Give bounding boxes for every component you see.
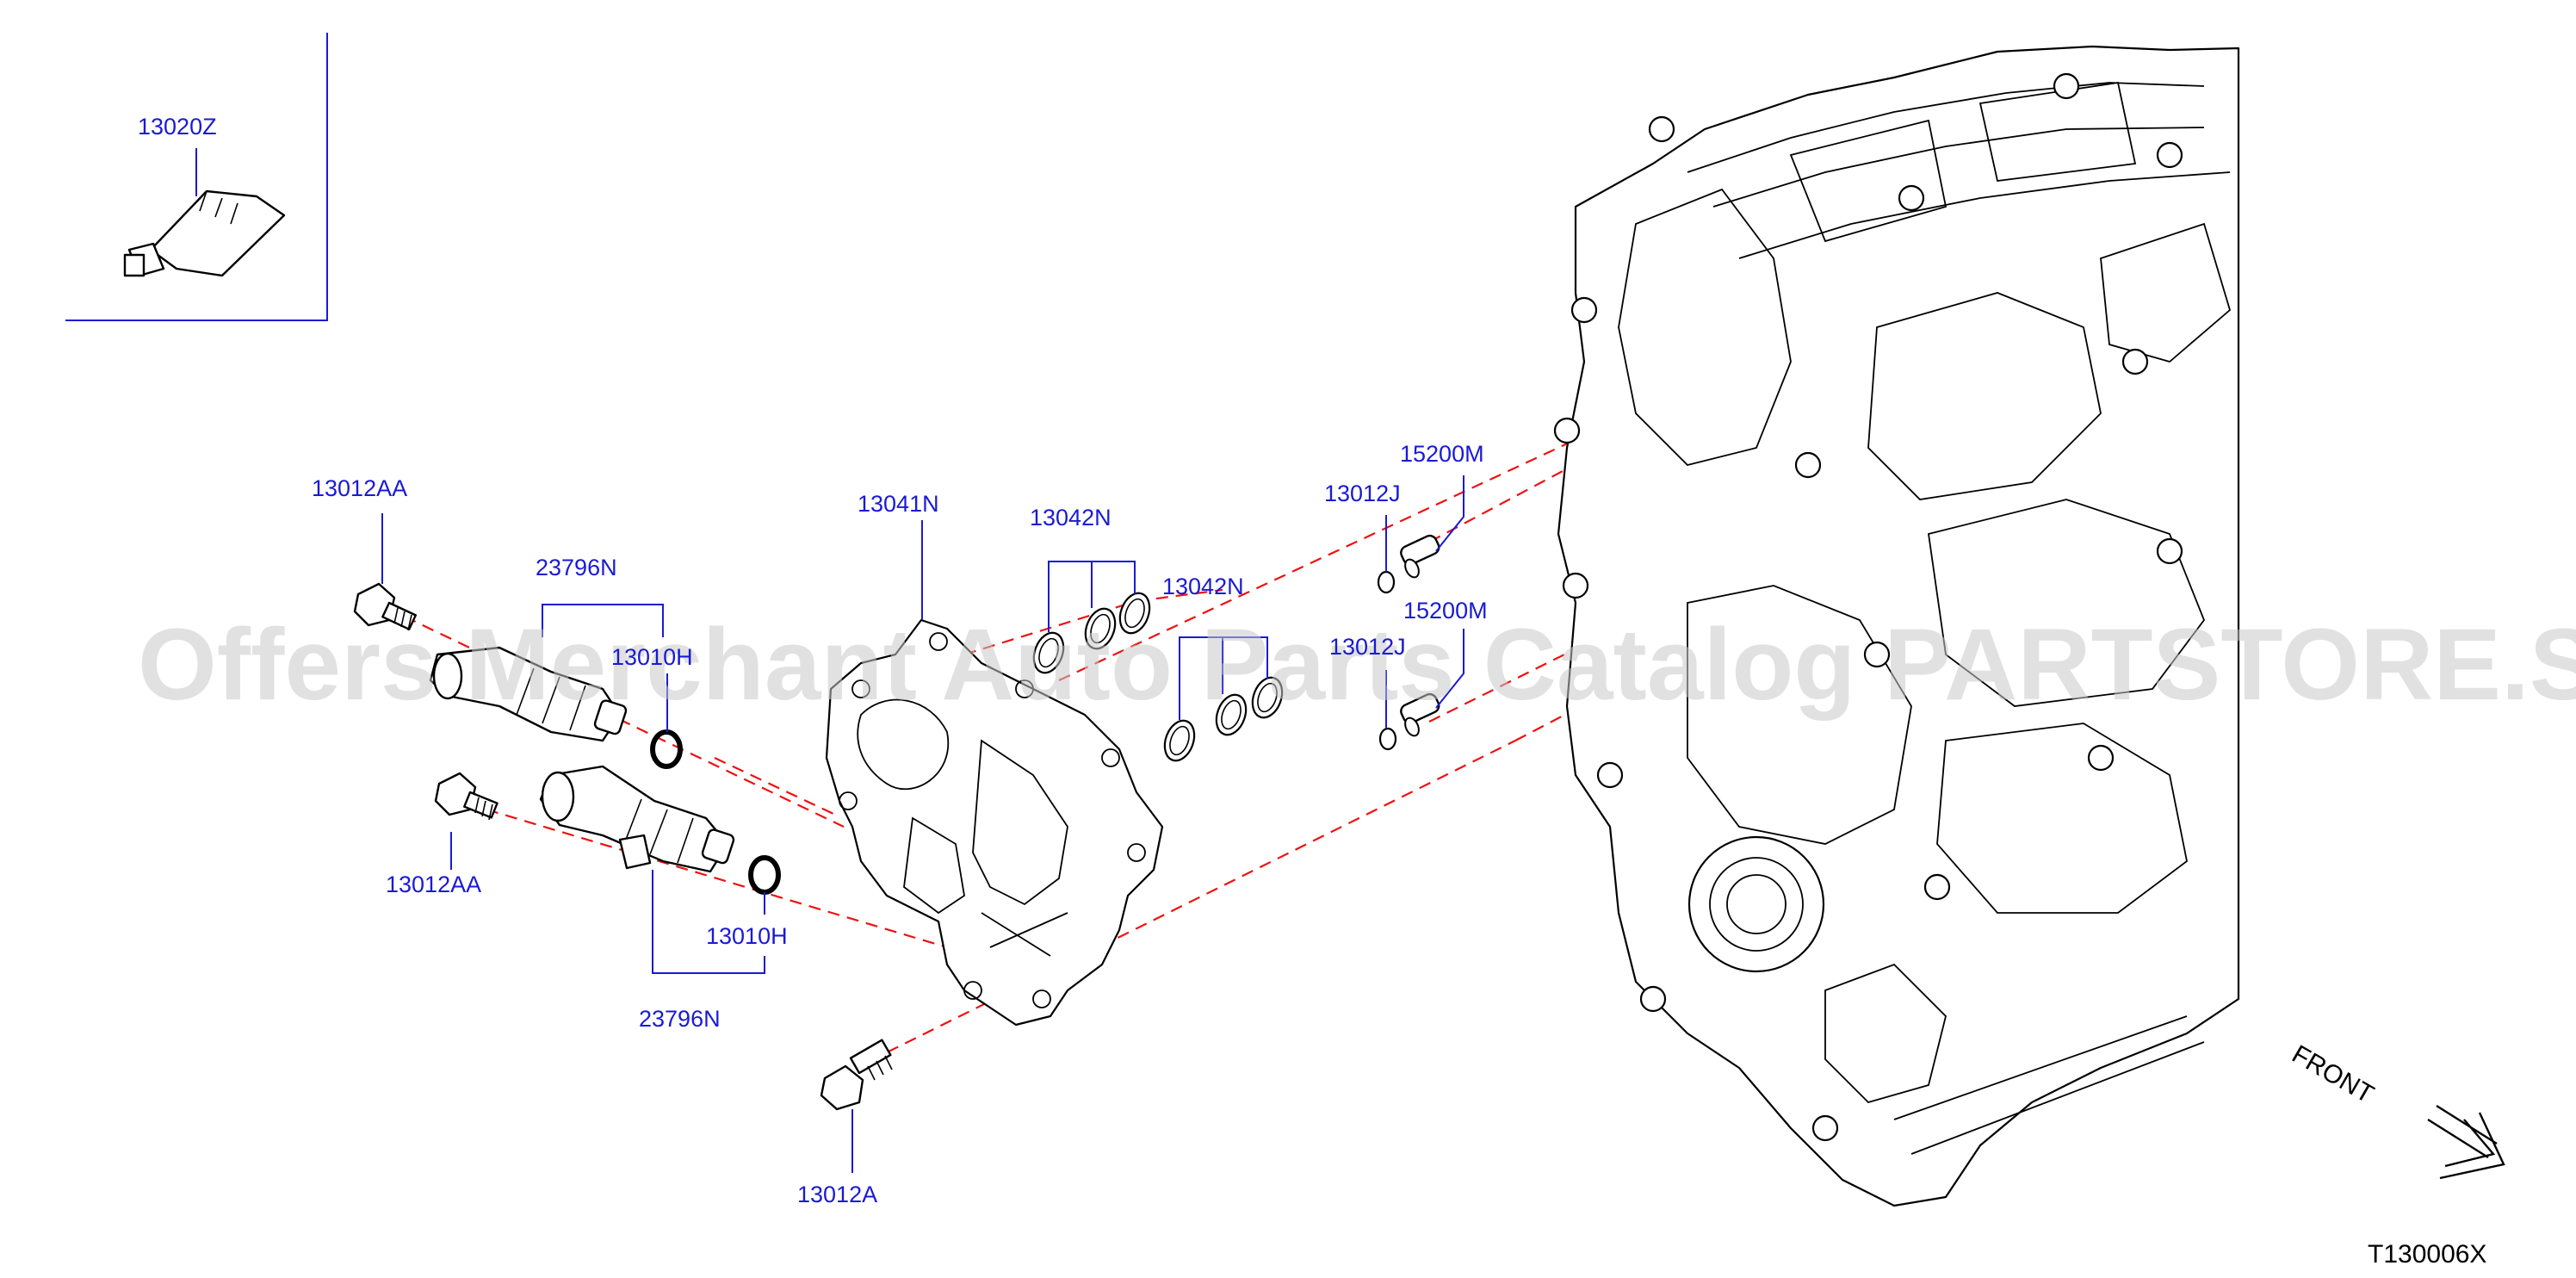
watermark-text: Offers Merchant Auto Parts Catalog PARTS… — [138, 608, 2576, 722]
callout-labels: 13020Z 13012AA 23796N 13010H 13012AA 130… — [138, 114, 1488, 1207]
front-label: FRONT — [2288, 1039, 2379, 1108]
label-13042n-b: 13042N — [1162, 574, 1244, 599]
diagram-code: T130006X — [2368, 1240, 2486, 1269]
label-13042n-a: 13042N — [1030, 505, 1112, 530]
front-indicator: FRONT — [2288, 1039, 2505, 1180]
label-13012aa-bottom: 13012AA — [386, 872, 481, 897]
label-23796n-bottom: 23796N — [639, 1006, 721, 1032]
label-13010h-bottom: 13010H — [706, 923, 788, 949]
seal-rings-13042n-b — [1163, 676, 1284, 762]
solenoid-valve-bottom — [539, 765, 735, 873]
label-13010h-top: 13010H — [611, 644, 693, 670]
bolt-13012aa-bottom — [434, 772, 498, 821]
leader-lines — [381, 475, 1464, 1173]
label-13041n: 13041N — [858, 491, 939, 517]
label-13012j-a: 13012J — [1324, 481, 1401, 506]
seal-rings-13042n-a — [1032, 592, 1151, 674]
solenoid-valve-top — [429, 646, 628, 742]
o-ring-13010h-top — [650, 729, 683, 769]
bolt-13012aa-top — [353, 582, 418, 631]
washer-13012j-b — [1378, 727, 1397, 751]
engine-block — [1553, 45, 2240, 1207]
label-13020z: 13020Z — [138, 114, 217, 140]
o-ring-13010h-bottom — [748, 855, 781, 895]
sleeve-15200m-a — [1400, 534, 1440, 579]
label-23796n-top: 23796N — [536, 555, 617, 580]
sealant-tube-icon — [123, 189, 286, 277]
label-13012j-b: 13012J — [1329, 634, 1406, 660]
sleeve-15200m-b — [1400, 692, 1440, 737]
bolt-13012a — [820, 1039, 893, 1111]
front-arrow-icon — [2427, 1104, 2505, 1180]
label-13012aa-top: 13012AA — [312, 475, 407, 501]
label-15200m-b: 15200M — [1403, 598, 1488, 623]
sealant-inset — [65, 33, 328, 321]
cover-13041n — [825, 618, 1164, 1027]
label-15200m-a: 15200M — [1400, 441, 1484, 467]
label-13012a: 13012A — [797, 1182, 877, 1207]
washer-13012j-a — [1377, 570, 1396, 594]
